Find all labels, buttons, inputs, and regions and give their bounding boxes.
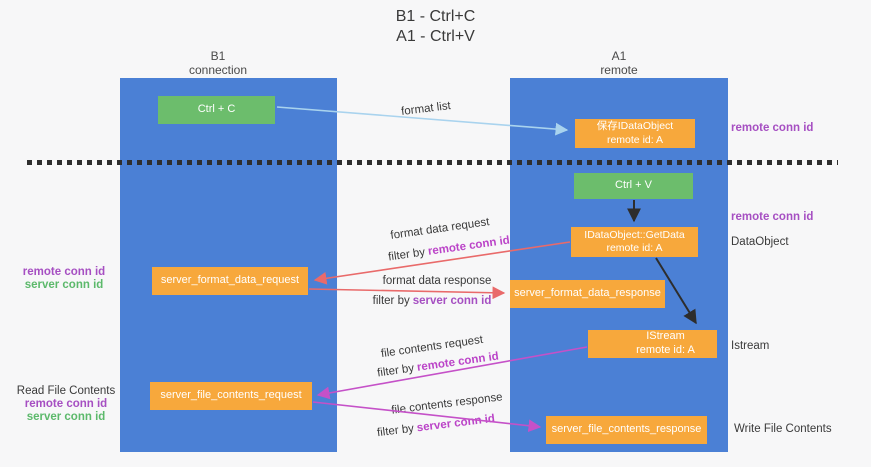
lifeline-b1-name: B1	[210, 49, 226, 63]
lifeline-b1-role: connection	[188, 62, 248, 77]
server-format-data-request-label: server_format_data_request	[160, 274, 300, 287]
filter-by-text: filter by	[387, 246, 426, 264]
istream-line2: remote id: A	[636, 344, 695, 356]
idataobject-getdata-box: IDataObject::GetData remote id: A	[571, 227, 698, 257]
save-idataobject-line1: 保存IDataObject	[596, 120, 674, 133]
remote-conn-id-annotation-bottom: remote conn id	[24, 398, 108, 410]
server-file-contents-request-label: server_file_contents_request	[160, 389, 302, 402]
title-line-2: A1 - Ctrl+V	[396, 27, 475, 45]
getdata-line2: remote id: A	[606, 242, 663, 254]
ctrl-c-label: Ctrl + C	[197, 103, 236, 116]
format-data-response-label: format data response	[382, 275, 492, 287]
server-file-contents-request-box: server_file_contents_request	[150, 382, 312, 410]
filter-by-text: filter by	[376, 422, 415, 440]
ctrl-v-box: Ctrl + V	[574, 173, 693, 199]
diagram-title: B1 - Ctrl+C A1 - Ctrl+V	[0, 7, 871, 46]
server-file-contents-response-label: server_file_contents_response	[551, 423, 702, 436]
server-format-data-request-box: server_format_data_request	[152, 267, 308, 295]
title-line-1: B1 - Ctrl+C	[395, 8, 476, 25]
left-conn-id-annotation-group: remote conn id server conn id	[8, 266, 120, 292]
filter-by-text: filter by	[376, 362, 415, 380]
istream-annotation: Istream	[731, 340, 770, 352]
getdata-line1: IDataObject::GetData	[584, 228, 685, 241]
remote-conn-id-highlight: remote conn id	[427, 234, 511, 258]
format-data-request-label: format data request	[389, 216, 491, 242]
server-conn-id-highlight: server conn id	[416, 412, 496, 435]
istream-box: IStream remote id: A	[588, 330, 717, 358]
dataobject-annotation: DataObject	[731, 236, 789, 248]
remote-conn-id-highlight: remote conn id	[416, 350, 500, 374]
remote-conn-id-annotation-left: remote conn id	[22, 266, 106, 278]
session-divider-line	[27, 160, 838, 165]
format-data-response-arrow	[308, 286, 506, 300]
lifeline-header-a1: A1 remote	[539, 49, 699, 78]
istream-line1: IStream	[646, 330, 685, 343]
remote-conn-id-annotation-mid: remote conn id	[731, 211, 814, 223]
server-conn-id-annotation-bottom: server conn id	[26, 411, 106, 423]
server-conn-id-highlight: server conn id	[412, 295, 492, 307]
server-format-data-response-box: server_format_data_response	[510, 280, 665, 308]
server-file-contents-response-box: server_file_contents_response	[546, 416, 707, 444]
server-conn-id-annotation-left: server conn id	[24, 279, 104, 291]
lifeline-header-b1: B1 connection	[138, 49, 298, 78]
ctrl-c-box: Ctrl + C	[158, 96, 275, 124]
format-list-label: format list	[400, 100, 452, 118]
ctrl-v-label: Ctrl + V	[615, 179, 652, 192]
write-file-contents-annotation: Write File Contents	[734, 423, 832, 435]
remote-conn-id-annotation-top: remote conn id	[731, 122, 814, 134]
lifeline-a1-name: A1	[611, 49, 627, 63]
read-file-contents-annotation: Read File Contents	[16, 385, 116, 397]
save-idataobject-box: 保存IDataObject remote id: A	[575, 119, 695, 148]
filter-by-text: filter by	[372, 295, 410, 307]
server-format-data-response-label: server_format_data_response	[514, 287, 661, 300]
save-idataobject-line2: remote id: A	[606, 133, 663, 146]
read-file-annotation-group: Read File Contents remote conn id server…	[10, 385, 122, 424]
lifeline-a1-role: remote	[600, 62, 638, 77]
